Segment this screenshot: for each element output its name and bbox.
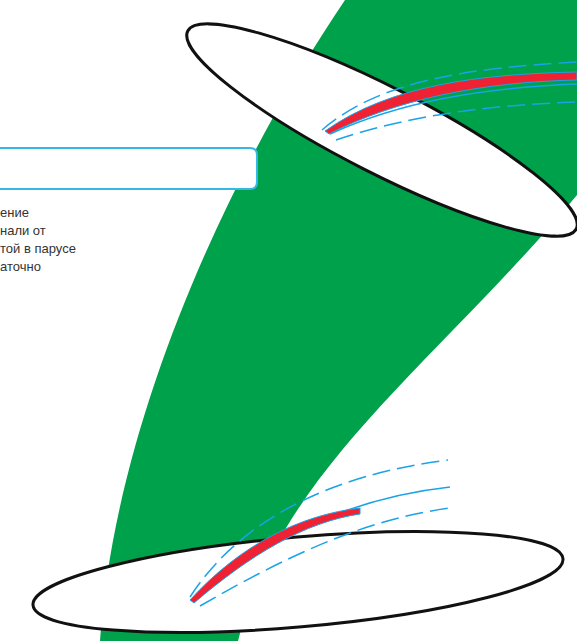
note-text: той в парусе (0, 241, 76, 257)
sail-profile (325, 72, 577, 134)
note-text: ение (0, 205, 29, 221)
header-box (0, 148, 257, 189)
flow-lines (190, 460, 450, 606)
flow-lines (322, 62, 577, 140)
note-text: нали от (0, 223, 46, 239)
note-text: аточно (0, 259, 41, 275)
sail-profile (190, 508, 360, 603)
sail-section-outline (168, 0, 577, 267)
